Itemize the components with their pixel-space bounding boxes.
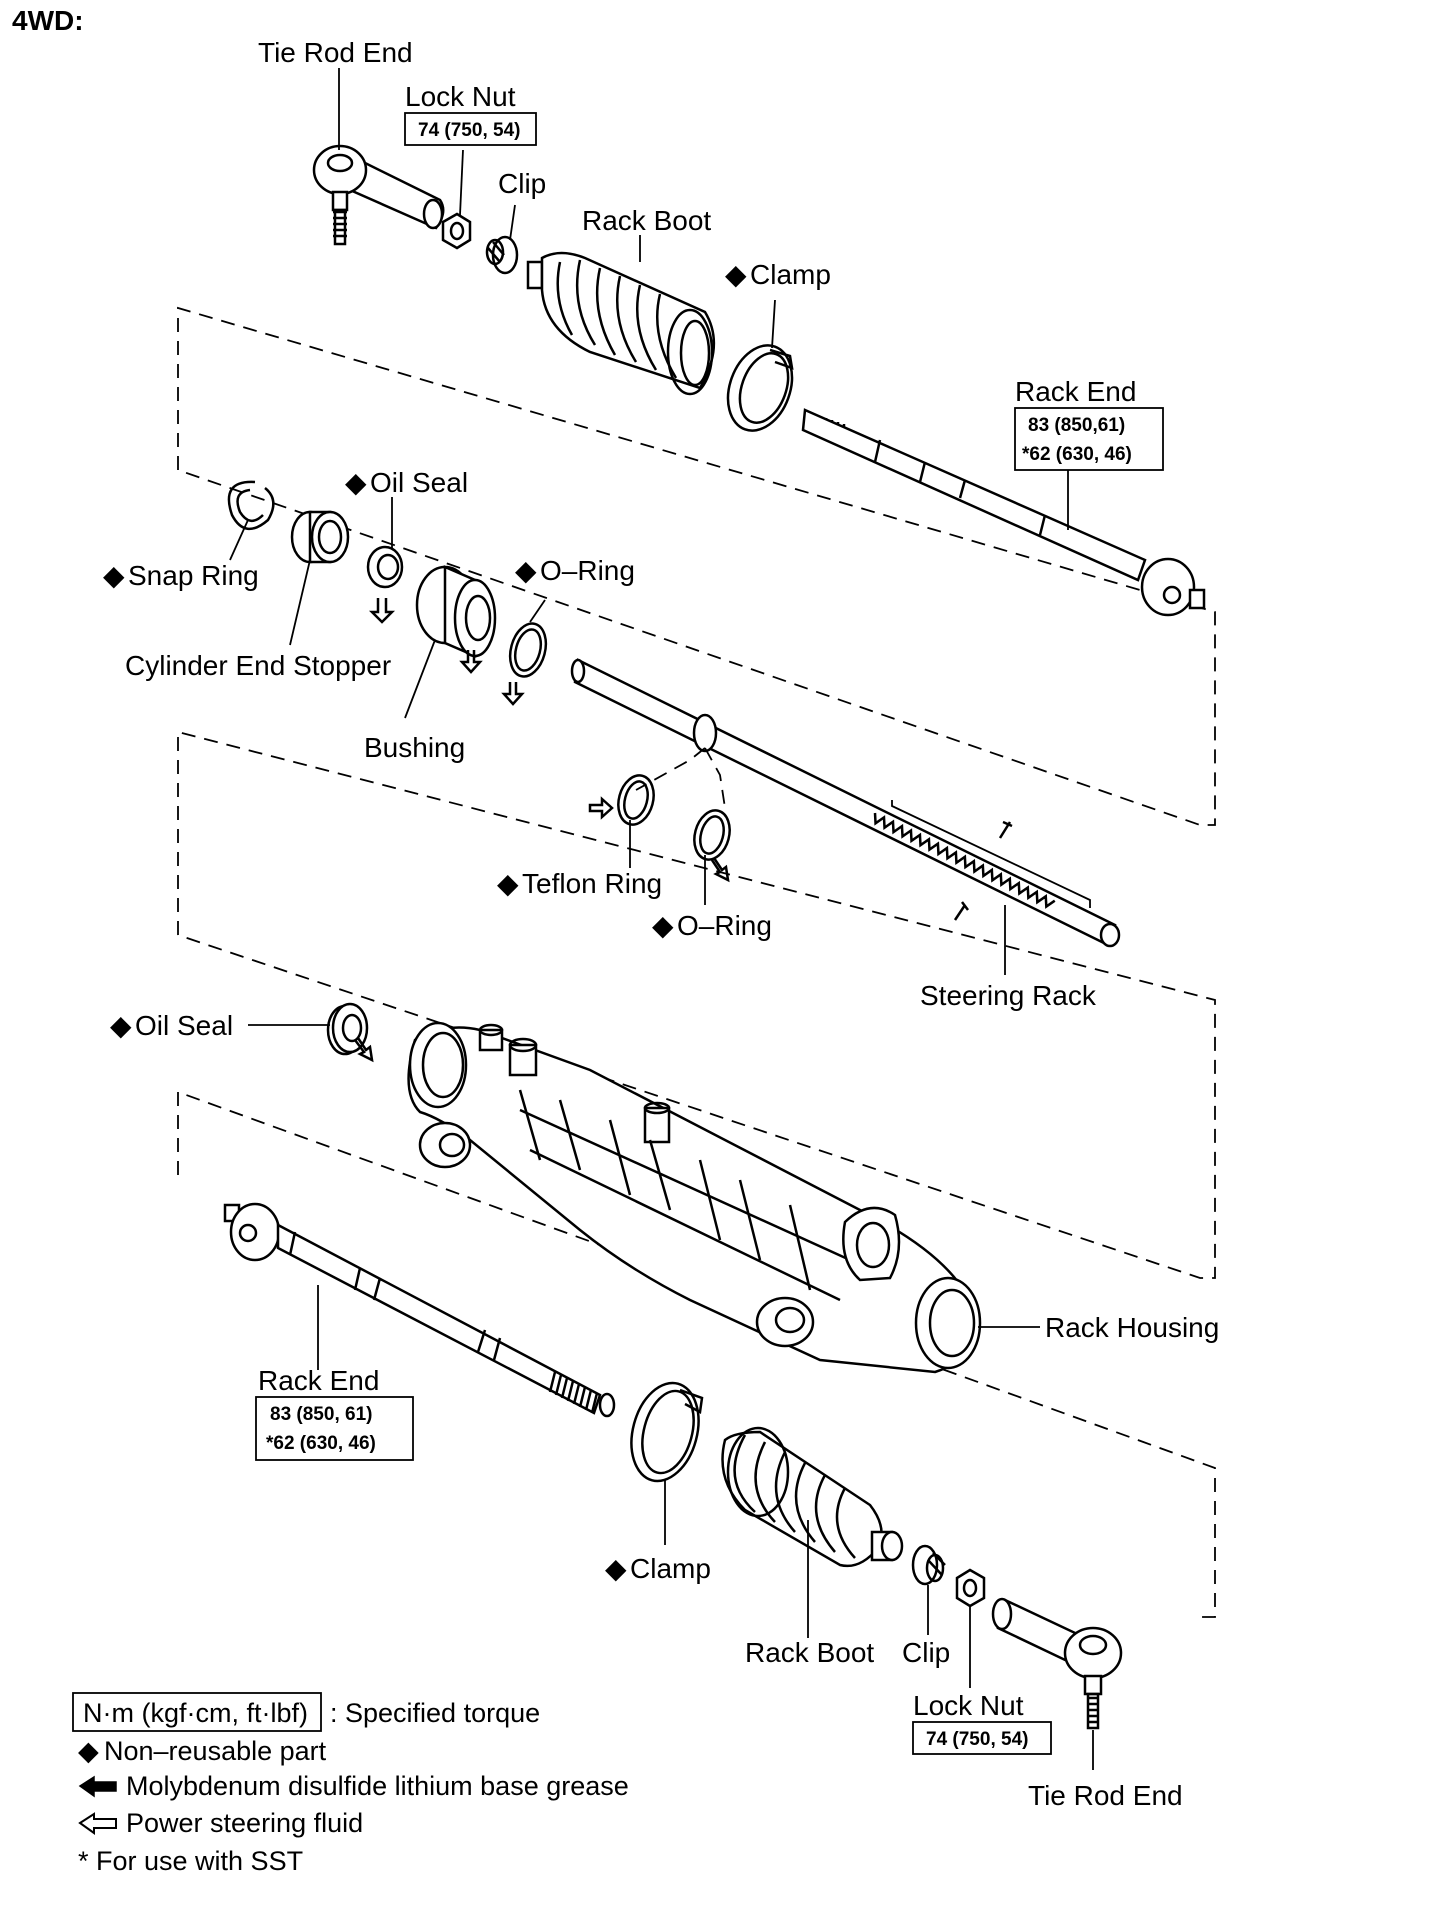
bushing-part bbox=[415, 565, 497, 674]
teflon-ring-part bbox=[588, 774, 655, 826]
label-rack-boot-top: Rack Boot bbox=[582, 205, 711, 236]
rack-end-left-part bbox=[223, 1202, 616, 1418]
cylinder-end-stopper-part bbox=[290, 510, 350, 564]
symbol-o-ring-bottom: ◆ bbox=[652, 910, 674, 941]
steering-rack-part bbox=[570, 658, 1121, 948]
symbol-clamp-bottom: ◆ bbox=[605, 1553, 627, 1584]
rack-boot-bottom-part bbox=[721, 1426, 904, 1568]
torque-box-lock-nut-bottom bbox=[912, 1721, 1052, 1755]
clip-top-part bbox=[485, 235, 519, 275]
torque-lock-nut-bottom: 74 (750, 54) bbox=[926, 1729, 1028, 1750]
dashed-outline-middle bbox=[177, 730, 1216, 1279]
label-clamp-top: Clamp bbox=[750, 259, 831, 290]
oil-seal-top-part bbox=[366, 545, 404, 624]
torque-lock-nut-top: 74 (750, 54) bbox=[418, 120, 520, 141]
label-lock-nut-top: Lock Nut bbox=[405, 81, 516, 112]
legend-ps-fluid: Power steering fluid bbox=[126, 1808, 363, 1838]
oil-seal-left-part bbox=[326, 1002, 374, 1063]
lock-nut-top-part bbox=[441, 212, 472, 250]
torque-box-rack-end-right bbox=[1014, 407, 1164, 471]
lock-nut-bottom-part bbox=[955, 1568, 986, 1608]
dashed-outline-lower bbox=[177, 1090, 1216, 1618]
clamp-bottom-part bbox=[630, 1381, 704, 1483]
torque-rack-end-left-2: *62 (630, 46) bbox=[266, 1433, 376, 1454]
label-snap-ring: Snap Ring bbox=[128, 560, 259, 591]
legend-sst: * For use with SST bbox=[78, 1846, 303, 1876]
label-cylinder-end-stopper: Cylinder End Stopper bbox=[125, 650, 391, 681]
label-rack-boot-bottom: Rack Boot bbox=[745, 1637, 874, 1668]
tie-rod-end-bottom-part bbox=[991, 1597, 1123, 1730]
legend-torque-box bbox=[72, 1692, 322, 1732]
label-steering-rack: Steering Rack bbox=[920, 980, 1097, 1011]
symbol-clamp-top: ◆ bbox=[725, 259, 747, 290]
clamp-top-part bbox=[726, 344, 794, 432]
label-oil-seal-left: Oil Seal bbox=[135, 1010, 233, 1041]
symbol-o-ring-top: ◆ bbox=[515, 555, 537, 586]
torque-box-lock-nut-top bbox=[404, 112, 537, 146]
rack-boot-top-part bbox=[526, 251, 716, 396]
legend: N·m (kgf·cm, ft·lbf) : Specified torque … bbox=[72, 1692, 629, 1876]
o-ring-bottom-part bbox=[693, 809, 731, 883]
label-rack-end-right: Rack End bbox=[1015, 376, 1136, 407]
symbol-snap-ring: ◆ bbox=[103, 560, 125, 591]
label-clamp-bottom: Clamp bbox=[630, 1553, 711, 1584]
legend-non-reusable-icon: ◆ bbox=[78, 1736, 99, 1766]
torque-rack-end-left-1: 83 (850, 61) bbox=[270, 1404, 372, 1425]
clip-bottom-part bbox=[911, 1544, 946, 1586]
legend-fluid-arrow-icon bbox=[78, 1812, 117, 1835]
legend-non-reusable: Non–reusable part bbox=[104, 1736, 327, 1766]
label-clip-top: Clip bbox=[498, 168, 546, 199]
label-rack-housing: Rack Housing bbox=[1045, 1312, 1219, 1343]
legend-torque-desc: : Specified torque bbox=[330, 1698, 540, 1728]
diagram-header: 4WD: bbox=[12, 5, 84, 36]
rack-end-right-part bbox=[801, 408, 1206, 617]
legend-torque-units: N·m (kgf·cm, ft·lbf) bbox=[83, 1698, 308, 1728]
torque-box-rack-end-left bbox=[255, 1396, 414, 1461]
label-teflon-ring: Teflon Ring bbox=[522, 868, 662, 899]
legend-moly-grease: Molybdenum disulfide lithium base grease bbox=[126, 1771, 629, 1801]
torque-rack-end-right-2: *62 (630, 46) bbox=[1022, 444, 1132, 465]
label-oil-seal-top: Oil Seal bbox=[370, 467, 468, 498]
tie-rod-end-top-part bbox=[312, 144, 445, 246]
label-tie-rod-end-top: Tie Rod End bbox=[258, 37, 413, 68]
label-lock-nut-bottom: Lock Nut bbox=[913, 1690, 1024, 1721]
label-clip-bottom: Clip bbox=[902, 1637, 950, 1668]
label-tie-rod-end-bottom: Tie Rod End bbox=[1028, 1780, 1183, 1811]
symbol-teflon-ring: ◆ bbox=[497, 868, 519, 899]
symbol-oil-seal-top: ◆ bbox=[345, 467, 367, 498]
label-o-ring-top: O–Ring bbox=[540, 555, 635, 586]
leader-lines bbox=[229, 68, 1094, 1770]
label-rack-end-left: Rack End bbox=[258, 1365, 379, 1396]
torque-rack-end-right-1: 83 (850,61) bbox=[1028, 415, 1125, 436]
snap-ring-part bbox=[227, 480, 275, 530]
legend-grease-arrow-icon bbox=[78, 1775, 117, 1798]
label-bushing: Bushing bbox=[364, 732, 465, 763]
o-ring-top-part bbox=[501, 622, 548, 706]
label-o-ring-bottom: O–Ring bbox=[677, 910, 772, 941]
symbol-oil-seal-left: ◆ bbox=[110, 1010, 132, 1041]
rack-housing-part bbox=[407, 1021, 982, 1374]
